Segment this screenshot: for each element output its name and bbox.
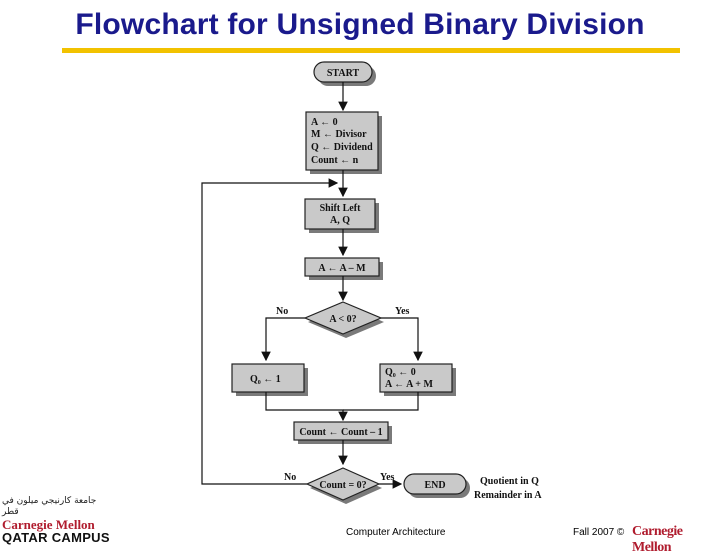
arrow-loop-back: [201, 178, 339, 485]
arrow-no-setq: [261, 317, 305, 362]
footer-term: Fall 2007 ©: [573, 527, 625, 538]
footer-course: Computer Architecture: [346, 527, 446, 538]
start-node: START: [313, 61, 376, 86]
init-line-2: M ← Divisor: [311, 129, 367, 140]
restore-box: Q₀ ← 0 A ← A + M: [379, 363, 456, 396]
subtract-label: A ← A – M: [318, 263, 366, 274]
decrement-box: Count ← Count – 1: [293, 421, 392, 444]
slide-title: Flowchart for Unsigned Binary Division: [75, 8, 645, 41]
cmu-qatar-logo: جامعة كارنيجي ميلون في قطر Carnegie Mell…: [2, 496, 110, 544]
subtract-box: A ← A – M: [304, 257, 383, 280]
arrow-setq-decrement: [265, 392, 348, 422]
start-label: START: [327, 68, 360, 79]
decision2-label: Count = 0?: [319, 480, 366, 491]
set-q1-box: Q₀ ← 1: [231, 363, 308, 396]
logo-cmu-text: Carnegie Mellon: [2, 517, 95, 532]
shift-box: Shift Left A, Q: [304, 198, 379, 233]
logo-campus-text: QATAR CAMPUS: [2, 530, 110, 545]
decision1-yes-label: Yes: [395, 306, 410, 317]
end-node: END: [403, 473, 470, 498]
restore-line-1: Q₀ ← 0: [385, 367, 416, 378]
decision-count-zero: Count = 0?: [305, 467, 382, 504]
shift-line-2: A, Q: [330, 215, 350, 226]
end-label: END: [424, 480, 445, 491]
init-box: A ← 0 M ← Divisor Q ← Dividend Count ← n: [305, 111, 382, 174]
cmu-wordmark: Carnegie Mellon: [632, 524, 683, 555]
result-line-1: Quotient in Q: [480, 476, 539, 487]
init-line-1: A ← 0: [311, 117, 338, 128]
decision2-yes-label: Yes: [380, 472, 395, 483]
decision1-no-label: No: [276, 306, 288, 317]
decision1-label: A < 0?: [329, 314, 356, 325]
decrement-label: Count ← Count – 1: [299, 427, 382, 438]
set-q1-label: Q₀ ← 1: [250, 374, 281, 385]
arrow-restore-join: [343, 392, 419, 411]
title-underline: [62, 48, 680, 53]
result-line-2: Remainder in A: [474, 490, 542, 501]
restore-line-2: A ← A + M: [385, 379, 433, 390]
init-line-4: Count ← n: [311, 155, 359, 166]
arrow-yes-restore: [381, 317, 423, 362]
init-line-3: Q ← Dividend: [311, 142, 373, 153]
division-flowchart: START A ← 0 M ← Divisor Q ← Dividend Cou…: [201, 61, 542, 504]
decision-a-negative: A < 0?: [303, 301, 384, 338]
logo-arabic-text: جامعة كارنيجي ميلون في قطر: [2, 496, 97, 517]
shift-line-1: Shift Left: [320, 203, 362, 214]
decision2-no-label: No: [284, 472, 296, 483]
